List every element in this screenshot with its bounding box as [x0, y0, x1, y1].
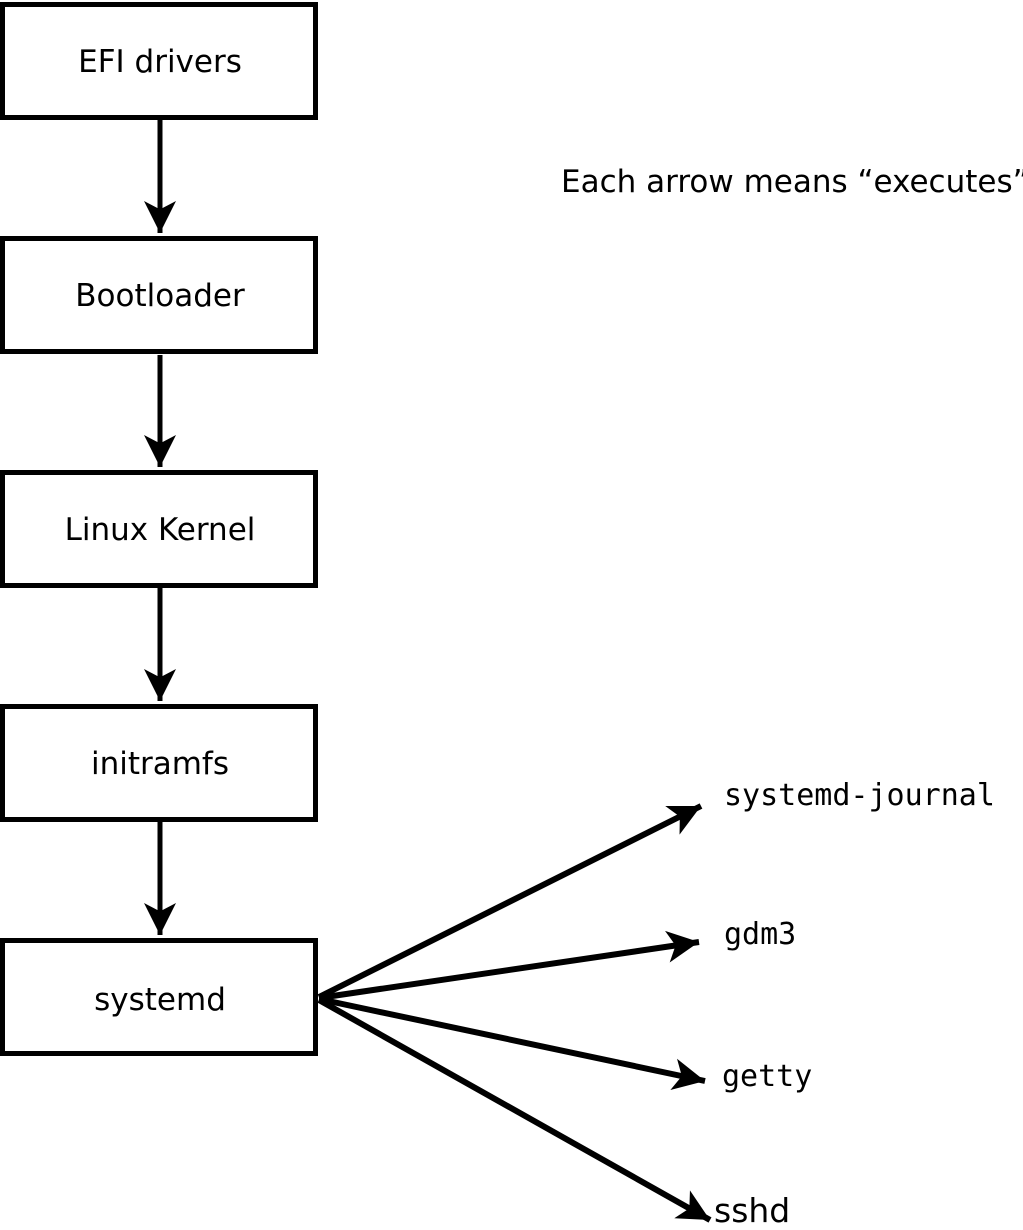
arrow-legend-note: Each arrow means “executes”.: [561, 164, 1023, 200]
systemd-box: [0, 938, 318, 1056]
bootloader-label: Bootloader: [75, 278, 245, 314]
edge-systemd-to-getty: [318, 996, 706, 1091]
initramfs-label: initramfs: [91, 746, 229, 782]
sshd-process-label: sshd: [714, 1191, 790, 1230]
efi-drivers-label: EFI drivers: [78, 44, 242, 80]
bootloader-box: [0, 236, 318, 354]
edge-systemd-to-sshd: [317, 997, 712, 1223]
gdm3-process-label: gdm3: [724, 917, 796, 952]
edge-systemd-to-systemd-journal: [317, 803, 703, 1000]
efi-drivers-box: [0, 2, 318, 120]
linux-kernel-box: [0, 470, 318, 588]
getty-process-label: getty: [722, 1059, 812, 1094]
linux-kernel-label: Linux Kernel: [65, 512, 256, 548]
systemd-journal-process-label: systemd-journal: [724, 778, 995, 813]
initramfs-box: [0, 704, 318, 822]
edge-systemd-to-gdm3: [318, 930, 700, 1001]
systemd-label: systemd: [94, 982, 226, 1018]
